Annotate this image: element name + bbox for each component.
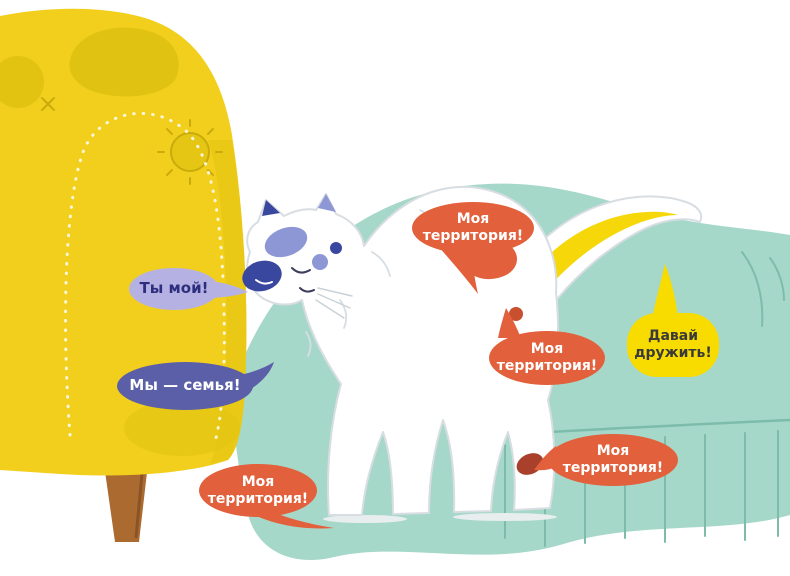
ear-tip-left xyxy=(262,200,280,216)
speech-bubble-text: Моя территория! xyxy=(207,473,309,507)
armchair-stain xyxy=(0,56,44,108)
speech-bubble-text: Моя территория! xyxy=(496,341,598,374)
tail-territory-mid xyxy=(498,308,521,338)
hill-contour xyxy=(769,257,785,301)
tail-davay-druzhit xyxy=(652,264,678,318)
speech-bubble-territory-mid: Моя территория! xyxy=(489,331,605,385)
speech-bubble-territory-backpaw: Моя территория! xyxy=(548,434,678,486)
tail-base-spot xyxy=(509,307,523,321)
paw-shadow xyxy=(453,513,557,521)
paw-shadow xyxy=(323,515,407,523)
speech-bubble-text: Моя территория! xyxy=(422,211,524,244)
speech-bubble-ty-moy: Ты мой! xyxy=(129,268,219,310)
face-spot xyxy=(312,254,328,270)
whiskers xyxy=(315,287,353,319)
armchair-body xyxy=(0,8,247,476)
closed-eye xyxy=(291,267,311,274)
armchair-shade xyxy=(124,400,240,456)
speech-bubble-davay-druzhit: Давай дружить! xyxy=(627,313,719,377)
speech-bubble-territory-frontpaw: Моя территория! xyxy=(199,464,317,517)
sparkle-motif xyxy=(41,97,55,111)
hill-contour xyxy=(741,251,764,327)
face-patch-periwinkle xyxy=(264,226,308,258)
speech-bubble-my-semya: Мы — семья! xyxy=(117,362,253,410)
tail-territory-top xyxy=(438,246,478,294)
mouth xyxy=(299,287,315,293)
cat-face xyxy=(255,267,353,319)
face-patch-navy xyxy=(242,260,282,292)
speech-bubble-text: Мы — семья! xyxy=(129,376,241,395)
armchair-stain xyxy=(69,27,179,97)
speech-bubble-text: Ты мой! xyxy=(139,279,209,298)
sun-motif xyxy=(157,119,223,185)
speech-bubble-text: Давай дружить! xyxy=(634,328,712,361)
closed-eye xyxy=(255,279,273,285)
ear-tip-right xyxy=(318,194,336,212)
face-patches xyxy=(242,194,342,292)
speech-bubble-territory-top: Моя территория! xyxy=(412,202,534,254)
speech-bubble-text: Моя территория! xyxy=(562,443,664,476)
face-spot xyxy=(330,242,342,254)
